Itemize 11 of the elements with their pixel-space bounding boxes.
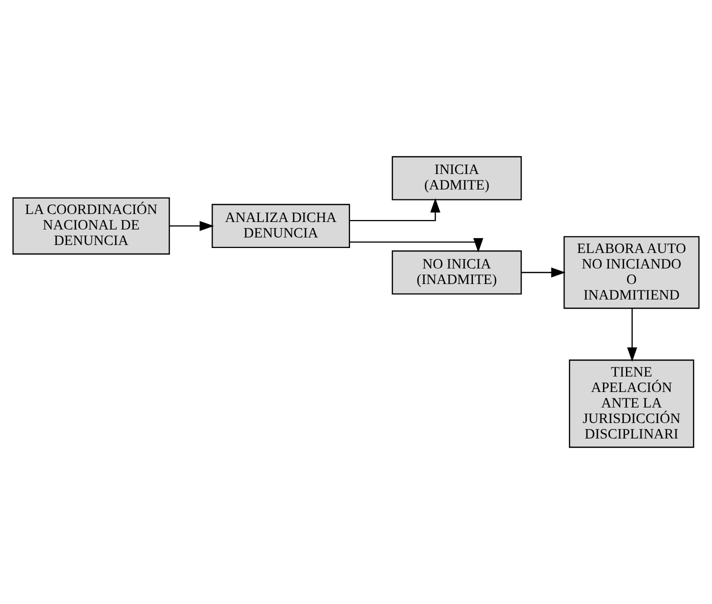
node-box: LA COORDINACIÓN NACIONAL DE DENUNCIA <box>12 197 170 255</box>
node-box: INICIA (ADMITE) <box>392 156 522 200</box>
arrow <box>169 220 214 231</box>
node-box: NO INICIA (INADMITE) <box>392 250 522 295</box>
node-box: ELABORA AUTO NO INICIANDO O INADMITIEND <box>564 236 700 309</box>
arrow <box>350 238 484 252</box>
arrow <box>350 198 440 222</box>
arrow <box>521 267 566 278</box>
node-box: ANALIZA DICHA DENUNCIA <box>212 204 350 248</box>
node-box: TIENE APELACIÓN ANTE LA JURISDICCIÓN DISCIPLINARI <box>568 360 694 448</box>
arrow <box>627 308 638 362</box>
